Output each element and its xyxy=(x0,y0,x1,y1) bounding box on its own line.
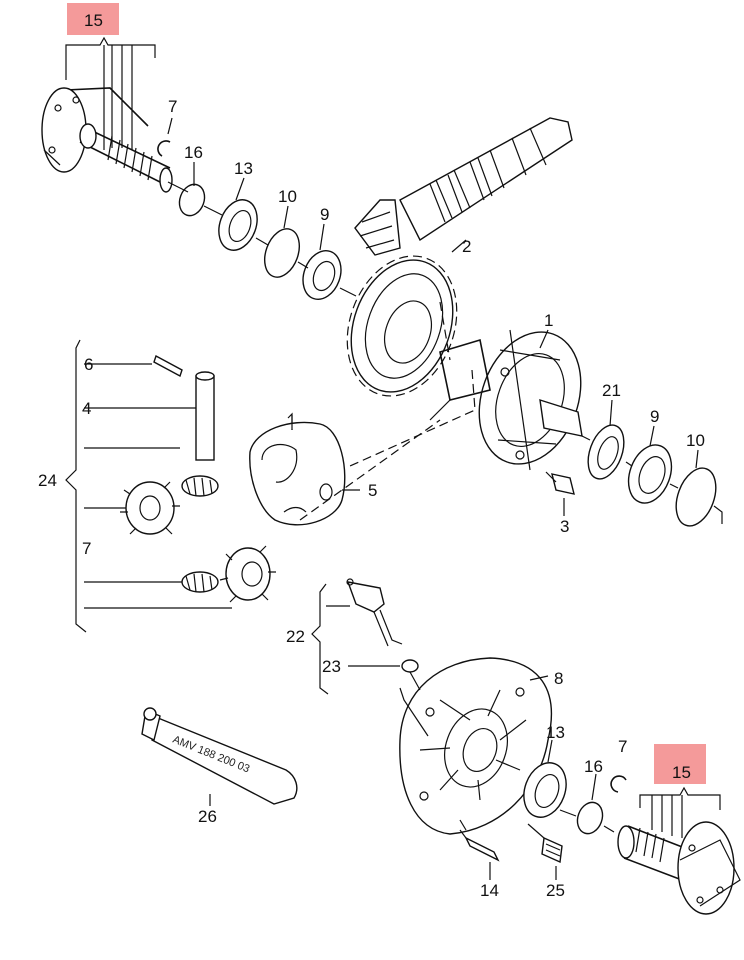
label-10-right[interactable]: 10 xyxy=(686,431,705,450)
small-gear-top xyxy=(181,475,219,497)
seal-13-bottom xyxy=(523,762,567,818)
ring-16-bottom xyxy=(576,801,604,835)
bearing-9-top xyxy=(302,250,342,300)
label-21[interactable]: 21 xyxy=(602,381,621,400)
label-22[interactable]: 22 xyxy=(286,627,305,646)
pinion-shaft-2 xyxy=(354,117,573,256)
diff-housing-1 xyxy=(439,329,583,471)
oring-23 xyxy=(401,659,419,673)
shim-10-top xyxy=(264,228,300,278)
flange-shaft-bottom xyxy=(617,821,741,915)
differential-cage-5 xyxy=(249,421,346,526)
grease-tube-26: AMV 188 200 03 xyxy=(141,707,298,805)
shim-10-right xyxy=(675,467,717,527)
label-7-top[interactable]: 7 xyxy=(168,97,177,116)
bearing-9-right xyxy=(627,444,673,504)
label-1[interactable]: 1 xyxy=(544,311,553,330)
shaft-4 xyxy=(195,371,215,461)
label-15-top[interactable]: 15 xyxy=(84,11,103,30)
small-gear-lower xyxy=(181,571,219,593)
side-gear-right xyxy=(219,545,276,603)
ring-gear xyxy=(346,255,458,397)
race-21 xyxy=(587,424,625,480)
highlight-box-bottom[interactable] xyxy=(654,744,706,784)
bolt-3 xyxy=(545,471,575,495)
label-7-left[interactable]: 7 xyxy=(82,539,91,558)
flange-shaft-top xyxy=(41,87,173,193)
label-15-bottom[interactable]: 15 xyxy=(672,763,691,782)
label-23[interactable]: 23 xyxy=(322,657,341,676)
label-24[interactable]: 24 xyxy=(38,471,57,490)
label-10-top[interactable]: 10 xyxy=(278,187,297,206)
label-9-top[interactable]: 9 xyxy=(320,205,329,224)
label-26[interactable]: 26 xyxy=(198,807,217,826)
cover-8 xyxy=(399,657,553,835)
label-16-top[interactable]: 16 xyxy=(184,143,203,162)
pin-6 xyxy=(153,354,183,378)
label-5[interactable]: 5 xyxy=(368,481,377,500)
label-13-top[interactable]: 13 xyxy=(234,159,253,178)
sleeve-25 xyxy=(541,836,563,864)
label-2[interactable]: 2 xyxy=(462,237,471,256)
label-14[interactable]: 14 xyxy=(480,881,499,900)
seal-13-top xyxy=(218,199,258,251)
label-13-bottom[interactable]: 13 xyxy=(546,723,565,742)
label-7-bottom[interactable]: 7 xyxy=(618,737,627,756)
side-gear-left xyxy=(120,481,180,535)
circlip-bottom xyxy=(610,775,627,793)
circlip-top xyxy=(157,140,171,157)
ring-16-top xyxy=(178,183,206,217)
sensor-22 xyxy=(346,578,403,647)
highlight-box-top[interactable] xyxy=(67,3,119,35)
label-6[interactable]: 6 xyxy=(84,355,93,374)
label-25[interactable]: 25 xyxy=(546,881,565,900)
label-9-right[interactable]: 9 xyxy=(650,407,659,426)
label-4[interactable]: 4 xyxy=(82,399,91,418)
label-16-bottom[interactable]: 16 xyxy=(584,757,603,776)
bolt-14 xyxy=(459,829,500,862)
label-3[interactable]: 3 xyxy=(560,517,569,536)
label-8[interactable]: 8 xyxy=(554,669,563,688)
